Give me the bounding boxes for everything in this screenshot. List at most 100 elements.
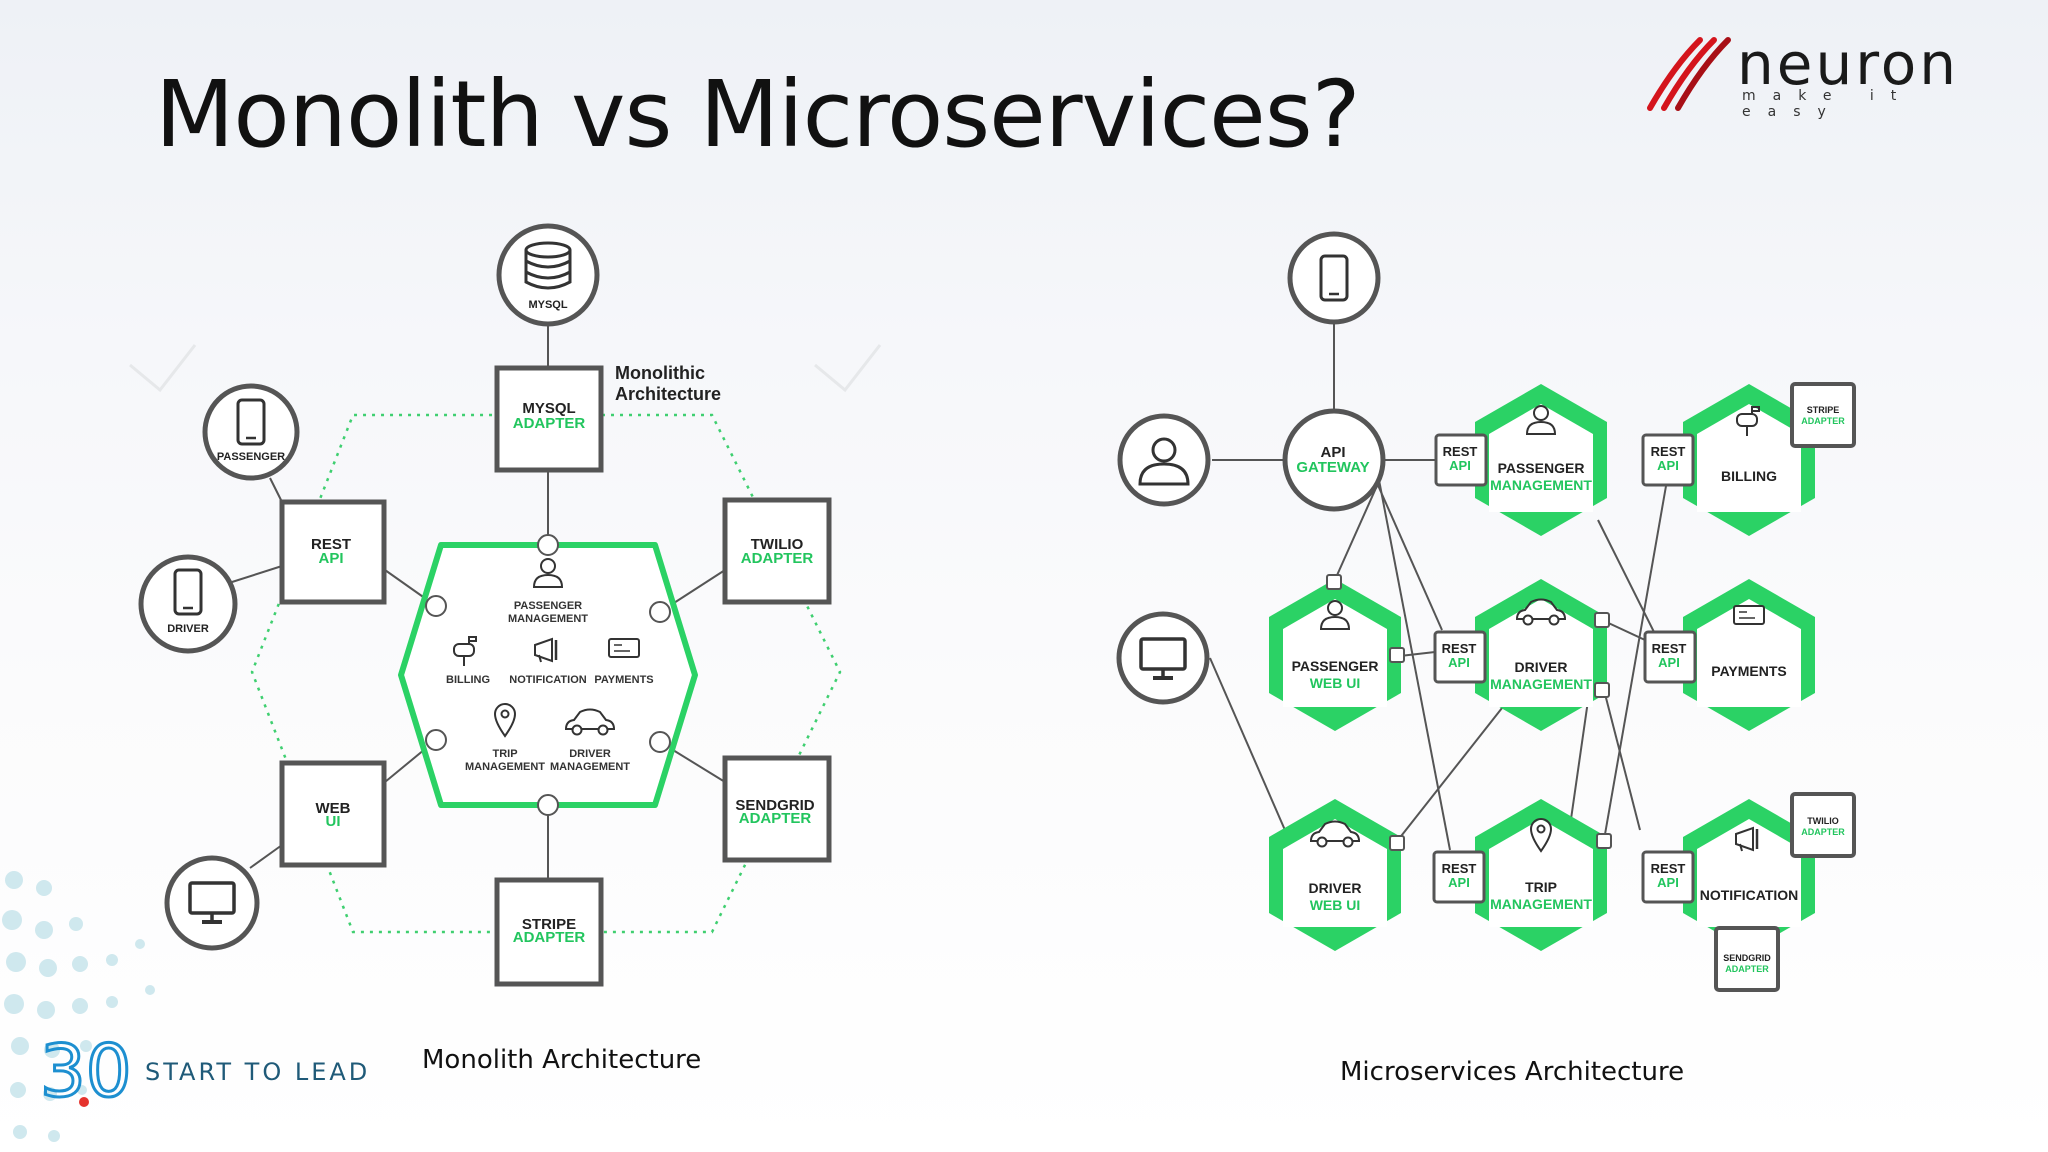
- service-payments: PAYMENTS: [1683, 579, 1815, 731]
- svg-text:UI: UI: [326, 813, 341, 830]
- twilio-adapter-box: TWILIO ADAPTER: [722, 497, 832, 605]
- svg-text:30: 30: [40, 1030, 132, 1110]
- svg-text:PASSENGER: PASSENGER: [1292, 658, 1379, 674]
- svg-text:API: API: [1657, 458, 1679, 473]
- svg-text:REST: REST: [1651, 861, 1686, 876]
- svg-text:WEB UI: WEB UI: [1310, 675, 1361, 691]
- svg-text:DRIVER: DRIVER: [1309, 880, 1362, 896]
- module-payments: PAYMENTS: [594, 674, 653, 686]
- svg-text:MANAGEMENT: MANAGEMENT: [465, 761, 545, 773]
- rest-api-box: REST API: [1434, 433, 1488, 487]
- svg-text:STRIPE: STRIPE: [522, 916, 576, 933]
- svg-text:API: API: [1658, 655, 1680, 670]
- driver-client-node: DRIVER: [138, 554, 238, 654]
- service-passenger-management: PASSENGER MANAGEMENT: [1475, 384, 1607, 536]
- svg-text:API: API: [1448, 655, 1470, 670]
- svg-text:REST: REST: [1442, 861, 1477, 876]
- microservices-diagram: API GATEWAY PASSENGER MANAGEMENT BILLING…: [1116, 231, 1856, 992]
- svg-text:PASSENGER: PASSENGER: [1498, 460, 1585, 476]
- module-passenger-management: PASSENGER: [514, 600, 582, 612]
- sendgrid-adapter-box: SENDGRID ADAPTER: [1714, 926, 1780, 992]
- svg-text:ADAPTER: ADAPTER: [1801, 827, 1845, 837]
- monolith-ports: [425, 534, 671, 816]
- monolithic-architecture-label: Monolithic: [615, 363, 705, 383]
- svg-text:STRIPE: STRIPE: [1807, 405, 1840, 415]
- decorative-dot-pattern: [2, 871, 204, 1142]
- mysql-adapter-box: MYSQL ADAPTER: [494, 365, 604, 473]
- check-mark-decoration: [814, 344, 882, 393]
- svg-text:MANAGEMENT: MANAGEMENT: [1490, 477, 1592, 493]
- svg-text:REST: REST: [1652, 641, 1687, 656]
- thirty-badge-logo: 30: [40, 1030, 133, 1110]
- svg-text:TWILIO: TWILIO: [751, 536, 804, 553]
- svg-text:TRIP: TRIP: [1525, 879, 1557, 895]
- svg-text:WEB UI: WEB UI: [1310, 897, 1361, 913]
- desktop-client-node: [1116, 611, 1210, 705]
- svg-text:REST: REST: [1651, 444, 1686, 459]
- rest-api-box: REST API: [1641, 433, 1695, 487]
- svg-text:ADAPTER: ADAPTER: [1725, 964, 1769, 974]
- mysql-database-node: MYSQL: [496, 223, 600, 327]
- module-notification: NOTIFICATION: [509, 674, 586, 686]
- twilio-adapter-box: TWILIO ADAPTER: [1790, 792, 1856, 858]
- service-trip-management: TRIP MANAGEMENT: [1475, 799, 1607, 951]
- svg-text:WEB: WEB: [316, 800, 351, 817]
- svg-text:SENDGRID: SENDGRID: [735, 797, 814, 814]
- logo-tagline: make it easy: [1742, 88, 1914, 120]
- svg-text:NOTIFICATION: NOTIFICATION: [1700, 887, 1799, 903]
- rest-api-box: REST API: [1641, 850, 1695, 904]
- desktop-client-node: [164, 855, 260, 951]
- rest-api-box: REST API: [279, 499, 387, 605]
- svg-text:REST: REST: [1443, 444, 1478, 459]
- rest-api-box: REST API: [1432, 850, 1486, 904]
- svg-text:API: API: [1320, 444, 1345, 461]
- svg-text:ADAPTER: ADAPTER: [513, 929, 586, 946]
- stripe-adapter-box: STRIPE ADAPTER: [494, 877, 604, 987]
- svg-text:ADAPTER: ADAPTER: [739, 810, 812, 827]
- svg-text:GATEWAY: GATEWAY: [1296, 459, 1369, 476]
- microservices-caption: Microservices Architecture: [1340, 1057, 1685, 1087]
- monolith-diagram: PASSENGER MANAGEMENT BILLING NOTIFICATIO…: [129, 223, 882, 987]
- module-trip-management: TRIP: [492, 748, 517, 760]
- service-billing: BILLING: [1683, 384, 1815, 536]
- monolith-caption: Monolith Architecture: [422, 1045, 702, 1075]
- rest-api-box: REST API: [1433, 630, 1487, 684]
- svg-text:API: API: [1449, 458, 1471, 473]
- svg-text:API: API: [1448, 875, 1470, 890]
- service-passenger-web-ui: PASSENGER WEB UI: [1269, 579, 1401, 731]
- stripe-adapter-box: STRIPE ADAPTER: [1790, 382, 1856, 448]
- slide-title: Monolith vs Microservices?: [155, 61, 1361, 168]
- service-driver-web-ui: DRIVER WEB UI: [1269, 799, 1401, 951]
- service-driver-management: DRIVER MANAGEMENT: [1475, 579, 1607, 731]
- check-mark-decoration: [129, 344, 197, 393]
- svg-text:TWILIO: TWILIO: [1807, 816, 1839, 826]
- neuron-logo: neuron make it easy: [1640, 30, 2000, 120]
- user-client-node: [1117, 413, 1211, 507]
- svg-text:API: API: [1657, 875, 1679, 890]
- web-ui-box: WEB UI: [279, 760, 387, 868]
- svg-text:MANAGEMENT: MANAGEMENT: [1490, 676, 1592, 692]
- mobile-client-node: [1287, 231, 1381, 325]
- svg-text:MANAGEMENT: MANAGEMENT: [1490, 896, 1592, 912]
- logo-swoosh-icon: [1647, 37, 1731, 111]
- sendgrid-adapter-box: SENDGRID ADAPTER: [722, 755, 832, 863]
- brand-tagline: START TO LEAD: [145, 1058, 371, 1086]
- svg-text:PASSENGER: PASSENGER: [217, 451, 285, 463]
- service-notification: NOTIFICATION: [1683, 799, 1815, 951]
- svg-text:MYSQL: MYSQL: [522, 400, 575, 417]
- svg-text:DRIVER: DRIVER: [167, 623, 209, 635]
- svg-text:MANAGEMENT: MANAGEMENT: [550, 761, 630, 773]
- svg-text:ADAPTER: ADAPTER: [513, 415, 586, 432]
- module-driver-management: DRIVER: [569, 748, 611, 760]
- svg-text:Architecture: Architecture: [615, 384, 721, 404]
- module-billing: BILLING: [446, 674, 490, 686]
- svg-text:MANAGEMENT: MANAGEMENT: [508, 613, 588, 625]
- service-ports: [1326, 574, 1612, 851]
- monolith-core-hexagon: [398, 542, 698, 808]
- rest-api-box: REST API: [1643, 630, 1697, 684]
- svg-text:ADAPTER: ADAPTER: [741, 550, 814, 567]
- svg-text:REST: REST: [1442, 641, 1477, 656]
- logo-wordmark: neuron: [1737, 30, 1960, 98]
- svg-text:PAYMENTS: PAYMENTS: [1711, 663, 1786, 679]
- svg-text:DRIVER: DRIVER: [1515, 659, 1568, 675]
